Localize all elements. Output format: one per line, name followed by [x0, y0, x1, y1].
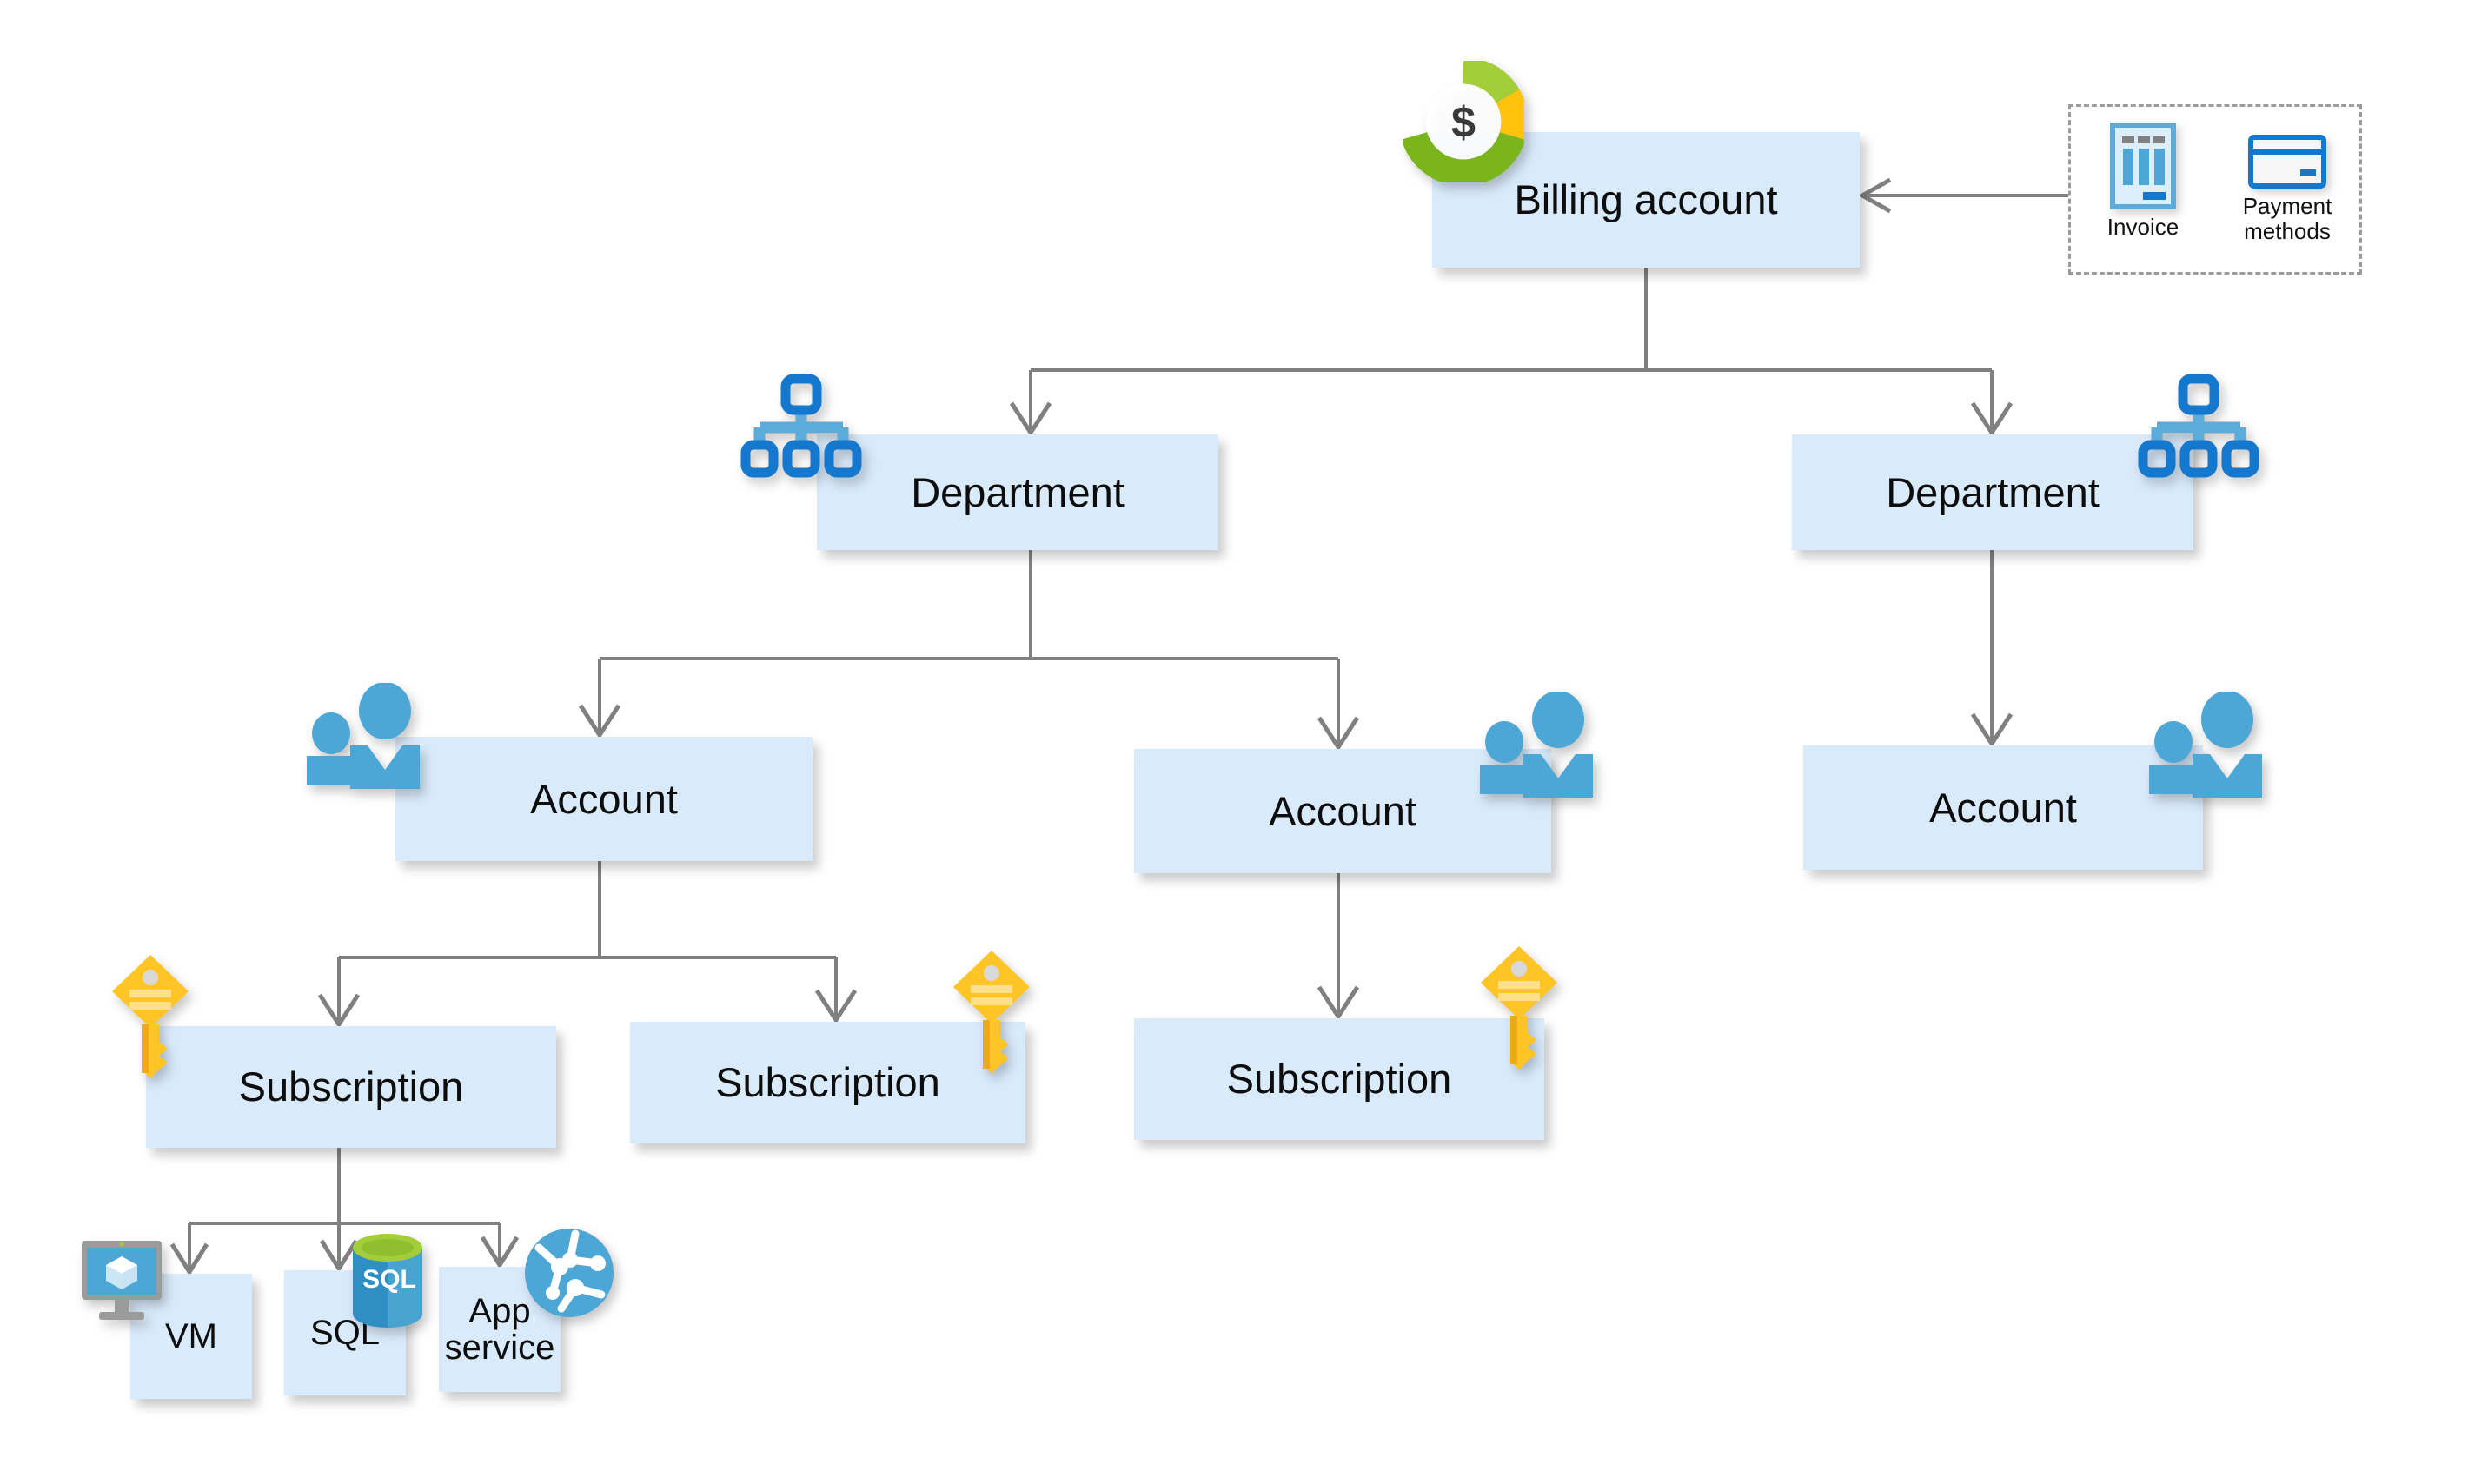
payment-methods-label: Payment methods [2242, 193, 2332, 245]
payment-methods-label-line2: methods [2244, 218, 2331, 245]
donut-dollar-icon: $ [1403, 61, 1524, 182]
node-account-left[interactable]: Account [395, 737, 813, 861]
node-label: Subscription [238, 1063, 464, 1110]
app-service-globe-icon [521, 1225, 617, 1321]
node-label: Account [530, 775, 678, 822]
node-label: Account [1269, 787, 1416, 834]
people-icon [1473, 692, 1621, 805]
key-icon [950, 947, 1033, 1077]
node-department-left[interactable]: Department [817, 434, 1218, 550]
key-icon [1477, 943, 1561, 1073]
invoice-document-icon [2110, 123, 2176, 209]
donut-center-symbol: $ [1451, 97, 1476, 147]
node-subscription-1[interactable]: Subscription [146, 1026, 556, 1148]
payment-methods-label-line1: Payment [2242, 193, 2332, 219]
node-label: Subscription [715, 1059, 940, 1106]
payment-methods-item[interactable]: Payment methods [2226, 123, 2348, 244]
sql-icon-label: SQL [362, 1265, 416, 1294]
node-label: Department [911, 468, 1125, 515]
invoice-label: Invoice [2106, 214, 2179, 240]
people-icon [2142, 692, 2290, 805]
node-subscription-3[interactable]: Subscription [1134, 1018, 1544, 1140]
node-label: Department [1886, 468, 2100, 515]
node-label: Subscription [1226, 1056, 1452, 1103]
org-chart-icon [2138, 374, 2259, 487]
invoice-item[interactable]: Invoice [2082, 123, 2204, 240]
node-label: App service [444, 1292, 555, 1367]
sql-database-icon: SQL [348, 1234, 428, 1329]
credit-card-icon [2248, 135, 2326, 189]
node-label: Account [1929, 784, 2077, 831]
key-icon [109, 951, 192, 1082]
virtual-machine-icon [78, 1237, 165, 1328]
payment-group-container: Invoice Payment methods [2068, 104, 2362, 275]
node-label: Billing account [1514, 176, 1778, 223]
node-subscription-2[interactable]: Subscription [630, 1022, 1025, 1143]
org-chart-icon [740, 374, 862, 487]
node-label: VM [165, 1317, 217, 1355]
node-account-right[interactable]: Account [1803, 745, 2203, 870]
node-department-right[interactable]: Department [1792, 434, 2193, 550]
people-icon [300, 683, 448, 796]
